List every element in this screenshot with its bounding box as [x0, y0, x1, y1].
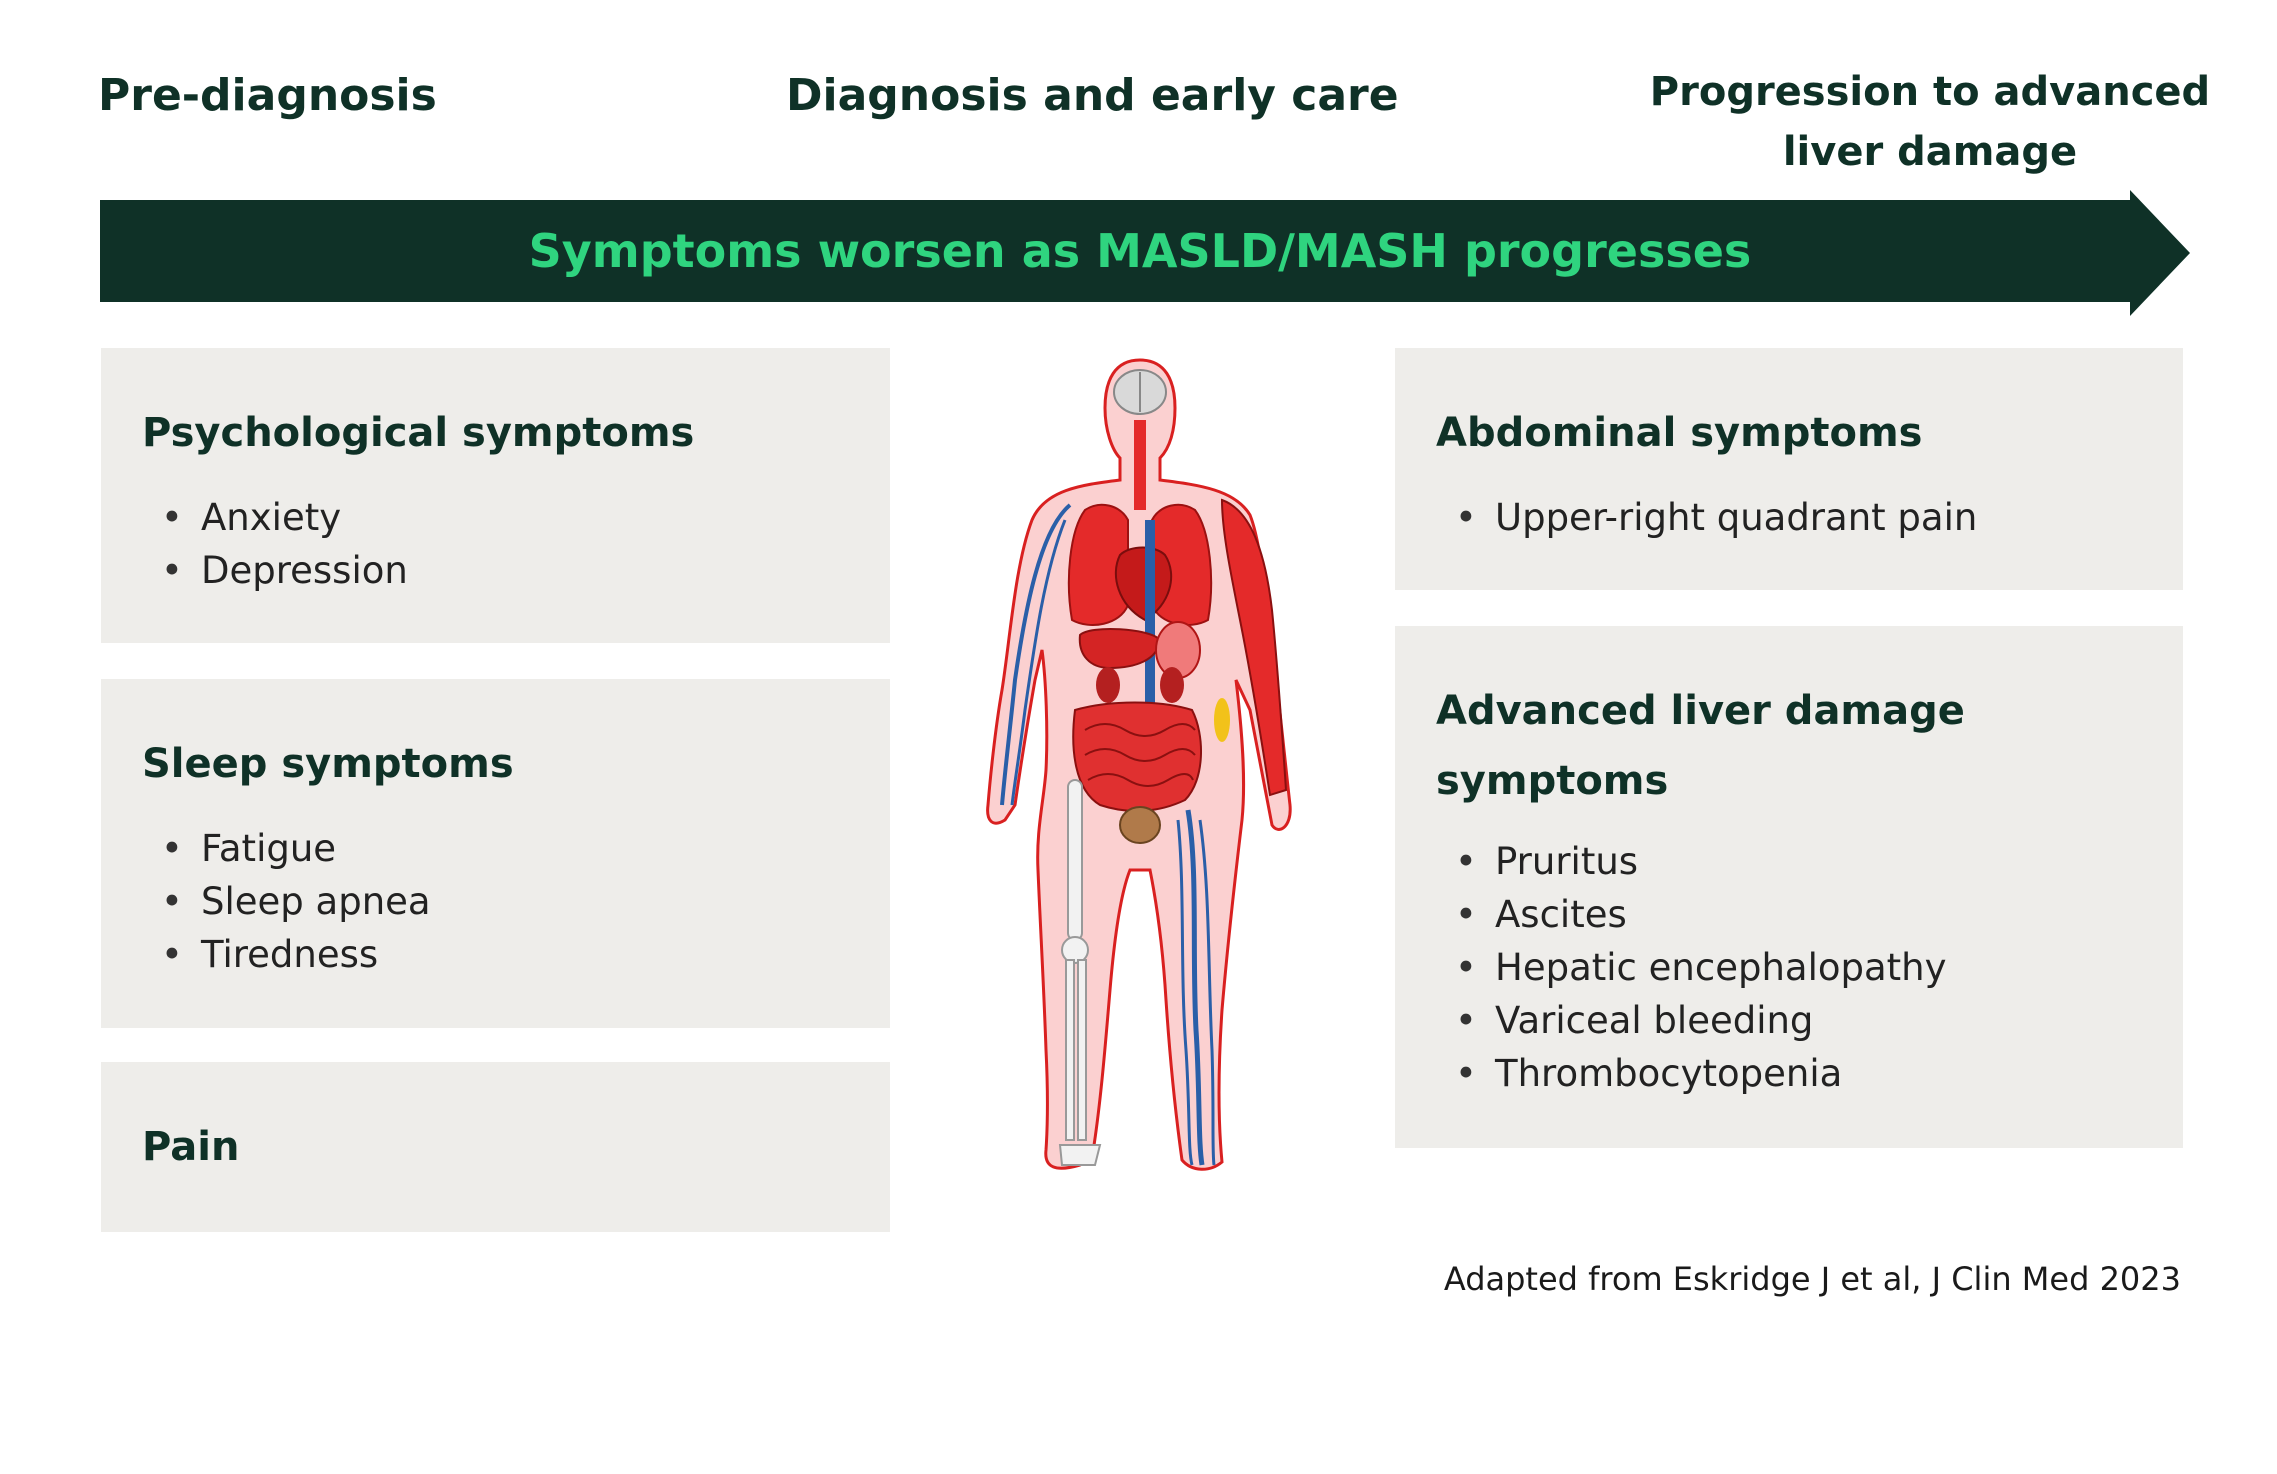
citation: Adapted from Eskridge J et al, J Clin Me… — [1443, 1260, 2181, 1298]
symptom-list: Anxiety Depression — [161, 491, 408, 597]
list-item: Tiredness — [161, 928, 431, 981]
panel-title: Pain — [142, 1124, 240, 1170]
list-item: Fatigue — [161, 822, 431, 875]
advanced-liver-damage-panel: Advanced liver damage symptoms Pruritus … — [1395, 626, 2183, 1148]
list-item: Ascites — [1455, 888, 1947, 941]
list-item: Thrombocytopenia — [1455, 1047, 1947, 1100]
list-item: Pruritus — [1455, 835, 1947, 888]
panel-title: Sleep symptoms — [142, 741, 514, 787]
panel-title: Psychological symptoms — [142, 410, 695, 456]
stage-progression: Progression to advanced liver damage — [1649, 69, 2211, 175]
list-item: Hepatic encephalopathy — [1455, 941, 1947, 994]
list-item: Upper-right quadrant pain — [1455, 491, 1977, 544]
sleep-symptoms-panel: Sleep symptoms Fatigue Sleep apnea Tired… — [101, 679, 890, 1028]
stage-pre-diagnosis: Pre-diagnosis — [98, 70, 437, 121]
progression-arrow-label: Symptoms worsen as MASLD/MASH progresses — [528, 224, 1752, 278]
psychological-symptoms-panel: Psychological symptoms Anxiety Depressio… — [101, 348, 890, 643]
panel-title: Advanced liver damage symptoms — [1436, 688, 1965, 804]
symptom-list: Upper-right quadrant pain — [1455, 491, 1977, 544]
list-item: Anxiety — [161, 491, 408, 544]
abdominal-symptoms-panel: Abdominal symptoms Upper-right quadrant … — [1395, 348, 2183, 590]
progression-arrow — [100, 190, 2190, 316]
panel-title: Abdominal symptoms — [1436, 410, 1923, 456]
stage-diagnosis-early-care: Diagnosis and early care — [786, 70, 1399, 121]
pain-panel: Pain — [101, 1062, 890, 1232]
symptom-list: Pruritus Ascites Hepatic encephalopathy … — [1455, 835, 1947, 1100]
list-item: Sleep apnea — [161, 875, 431, 928]
symptom-list: Fatigue Sleep apnea Tiredness — [161, 822, 431, 981]
human-anatomy-icon — [986, 358, 1292, 1171]
list-item: Depression — [161, 544, 408, 597]
list-item: Variceal bleeding — [1455, 994, 1947, 1047]
